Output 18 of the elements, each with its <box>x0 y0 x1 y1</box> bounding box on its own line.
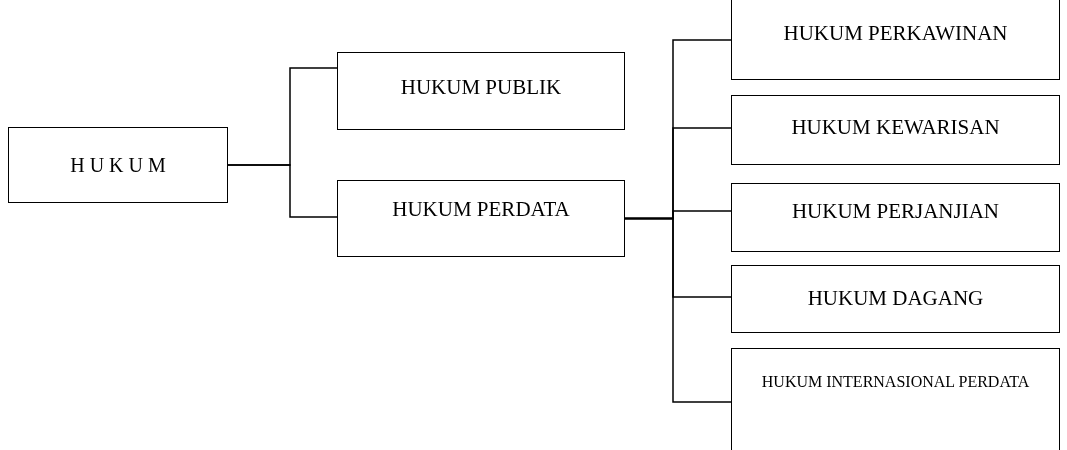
connector-line <box>624 217 732 403</box>
box-label: HUKUM INTERNASIONAL PERDATA <box>761 373 1030 392</box>
category-box <box>731 95 1060 165</box>
category-box <box>731 265 1060 333</box>
category-box <box>337 52 625 130</box>
box-label: HUKUM PUBLIK <box>400 75 562 100</box>
category-box <box>731 0 1060 80</box>
box-label: HUKUM PERDATA <box>392 197 570 222</box>
category-box <box>731 183 1060 252</box>
box-label: HUKUM KEWARISAN <box>791 115 1000 140</box>
box-label: H U K U M <box>70 153 166 177</box>
connector-line <box>227 164 338 218</box>
box-label: HUKUM DAGANG <box>807 286 984 311</box>
category-box <box>731 348 1060 450</box>
category-box <box>8 127 228 203</box>
box-label: HUKUM PERJANJIAN <box>791 199 1000 224</box>
category-box <box>337 180 625 257</box>
box-label: HUKUM PERKAWINAN <box>783 21 1008 46</box>
